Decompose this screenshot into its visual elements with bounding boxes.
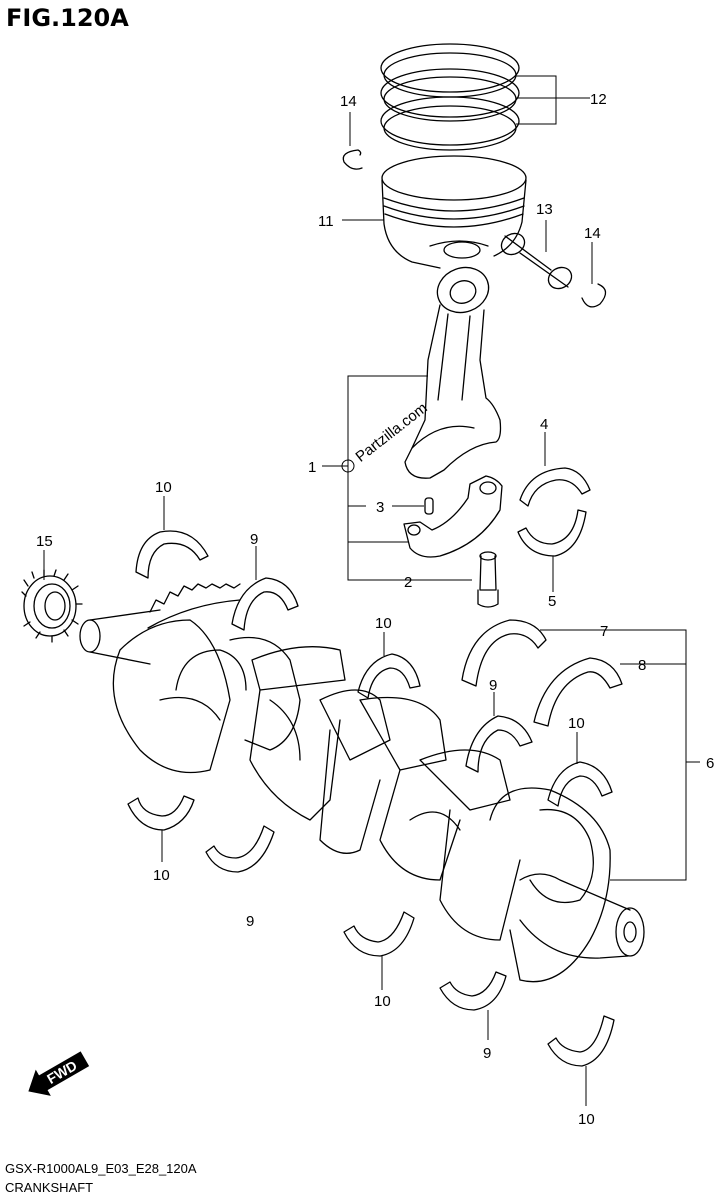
callout-12: 12 xyxy=(590,91,607,108)
figure-title: FIG.120A xyxy=(6,4,129,32)
callout-14-a: 14 xyxy=(340,93,357,110)
bearing-shell-9c[interactable] xyxy=(205,825,275,873)
callout-11: 11 xyxy=(318,213,334,230)
bearing-shell-10d[interactable] xyxy=(127,795,195,831)
conrod-bearing-lower[interactable] xyxy=(517,509,587,557)
bearing-shell-9d[interactable] xyxy=(439,971,507,1011)
bearing-shell-10b[interactable] xyxy=(357,653,421,699)
rod-cap[interactable] xyxy=(403,475,503,558)
callout-10-d: 10 xyxy=(153,867,170,884)
piston-pin[interactable] xyxy=(498,229,576,292)
callout-3: 3 xyxy=(376,499,384,516)
callout-14-b: 14 xyxy=(584,225,601,242)
rod-bolt[interactable] xyxy=(477,551,499,608)
oil-pump-gear[interactable] xyxy=(21,569,83,643)
piston[interactable] xyxy=(381,155,527,269)
circlip-right[interactable] xyxy=(581,283,607,308)
dowel-pin[interactable] xyxy=(424,497,434,515)
figure-code: GSX-R1000AL9_E03_E28_120A xyxy=(5,1161,197,1176)
circlip-left[interactable] xyxy=(342,149,363,170)
leader-lines xyxy=(43,75,700,1106)
callout-10-f: 10 xyxy=(578,1111,595,1128)
callout-10-e: 10 xyxy=(374,993,391,1010)
main-bearing-lower[interactable] xyxy=(533,657,623,727)
fwd-arrow-icon: FWD xyxy=(28,1051,90,1096)
callout-2: 2 xyxy=(404,574,412,591)
callout-9-b: 9 xyxy=(489,677,497,694)
callout-1: 1 xyxy=(308,459,316,476)
callout-8: 8 xyxy=(638,657,646,674)
callout-5: 5 xyxy=(548,593,556,610)
callout-10-c: 10 xyxy=(568,715,585,732)
callout-15: 15 xyxy=(36,533,53,550)
bearing-shell-10e[interactable] xyxy=(343,911,415,957)
callout-7: 7 xyxy=(600,623,608,640)
callout-9-c: 9 xyxy=(246,913,254,930)
piston-rings[interactable] xyxy=(380,43,520,151)
main-bearing-upper[interactable] xyxy=(461,619,547,687)
bearing-shell-10f[interactable] xyxy=(547,1015,615,1067)
callout-9-a: 9 xyxy=(250,531,258,548)
callout-6: 6 xyxy=(706,755,714,772)
callout-9-d: 9 xyxy=(483,1045,491,1062)
bearing-shell-9a[interactable] xyxy=(231,577,299,631)
callout-labels: 1 2 3 4 5 6 7 8 9 9 9 9 10 10 10 10 10 1… xyxy=(36,91,714,1128)
callout-13: 13 xyxy=(536,201,553,218)
callout-4: 4 xyxy=(540,416,548,433)
crankshaft[interactable] xyxy=(79,583,645,983)
callout-10-a: 10 xyxy=(155,479,172,496)
bearing-shell-10c[interactable] xyxy=(547,761,613,807)
callout-10-b: 10 xyxy=(375,615,392,632)
bearing-shell-10a[interactable] xyxy=(135,530,209,579)
figure-name: CRANKSHAFT xyxy=(5,1180,94,1195)
bearing-shell-9b[interactable] xyxy=(465,715,533,773)
connecting-rod[interactable] xyxy=(404,260,502,479)
conrod-bearing-upper[interactable] xyxy=(519,467,591,507)
